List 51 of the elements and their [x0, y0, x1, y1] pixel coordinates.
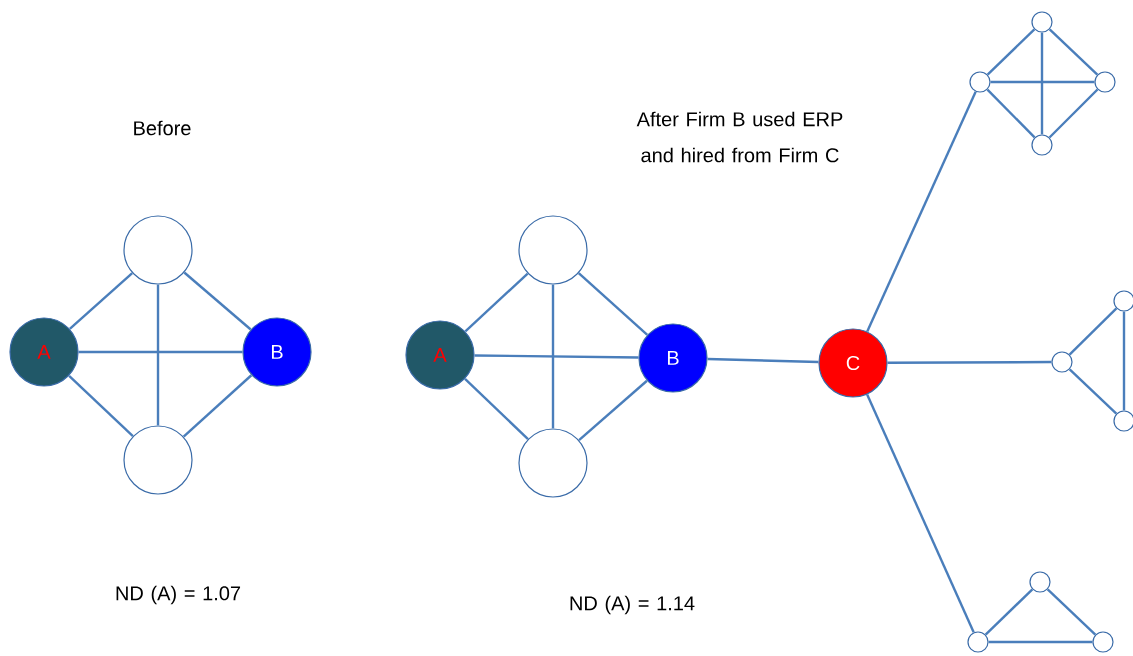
- edge-line: [1048, 28, 1099, 76]
- empty-node: [1113, 290, 1133, 312]
- empty-node: [518, 215, 588, 285]
- edge-line: [577, 272, 649, 336]
- edge-line: [866, 394, 975, 633]
- empty-node: [1113, 410, 1133, 432]
- edge-line: [1068, 368, 1118, 415]
- edge-line: [68, 374, 134, 438]
- network-node: A: [405, 320, 475, 390]
- empty-node: [1094, 71, 1116, 93]
- text-label: ND (A) = 1.14: [570, 595, 695, 615]
- edge-line: [156, 284, 160, 426]
- edge-line: [1040, 32, 1044, 135]
- edge-line: [990, 80, 1095, 84]
- edge-line: [78, 350, 243, 354]
- edge-line: [551, 284, 555, 429]
- edge-line: [182, 374, 253, 438]
- edge-line: [986, 88, 1036, 139]
- empty-node: [969, 71, 991, 93]
- empty-node: [967, 631, 989, 653]
- text-label: ND (A) = 1.07: [116, 585, 241, 605]
- edge-line: [984, 588, 1034, 636]
- empty-node: [123, 215, 193, 285]
- empty-node: [1092, 631, 1114, 653]
- edge-line: [474, 354, 639, 359]
- edge-line: [464, 378, 529, 440]
- empty-node: [1031, 11, 1053, 33]
- empty-node: [1029, 571, 1051, 593]
- network-node: C: [818, 328, 888, 398]
- edge-line: [183, 271, 252, 331]
- edge-line: [707, 357, 819, 364]
- empty-node: [1031, 134, 1053, 156]
- edge-line: [1122, 311, 1126, 411]
- text-label: After Firm B used ERP and hired from Firm C: [636, 111, 843, 163]
- edge-line: [464, 272, 529, 333]
- edge-line: [1046, 588, 1097, 636]
- edge-line: [988, 640, 1093, 644]
- edge-line: [1048, 88, 1099, 139]
- empty-node: [518, 428, 588, 498]
- network-node: A: [9, 317, 79, 387]
- empty-node: [123, 425, 193, 495]
- edge-line: [986, 28, 1036, 76]
- network-node: B: [242, 317, 312, 387]
- edge-line: [69, 272, 134, 330]
- edge-line: [887, 360, 1052, 364]
- empty-node: [1051, 351, 1073, 373]
- edge-line: [1068, 307, 1118, 356]
- edge-line: [578, 379, 648, 442]
- text-label: Before: [134, 120, 191, 136]
- edge-line: [866, 91, 977, 332]
- network-node: B: [638, 323, 708, 393]
